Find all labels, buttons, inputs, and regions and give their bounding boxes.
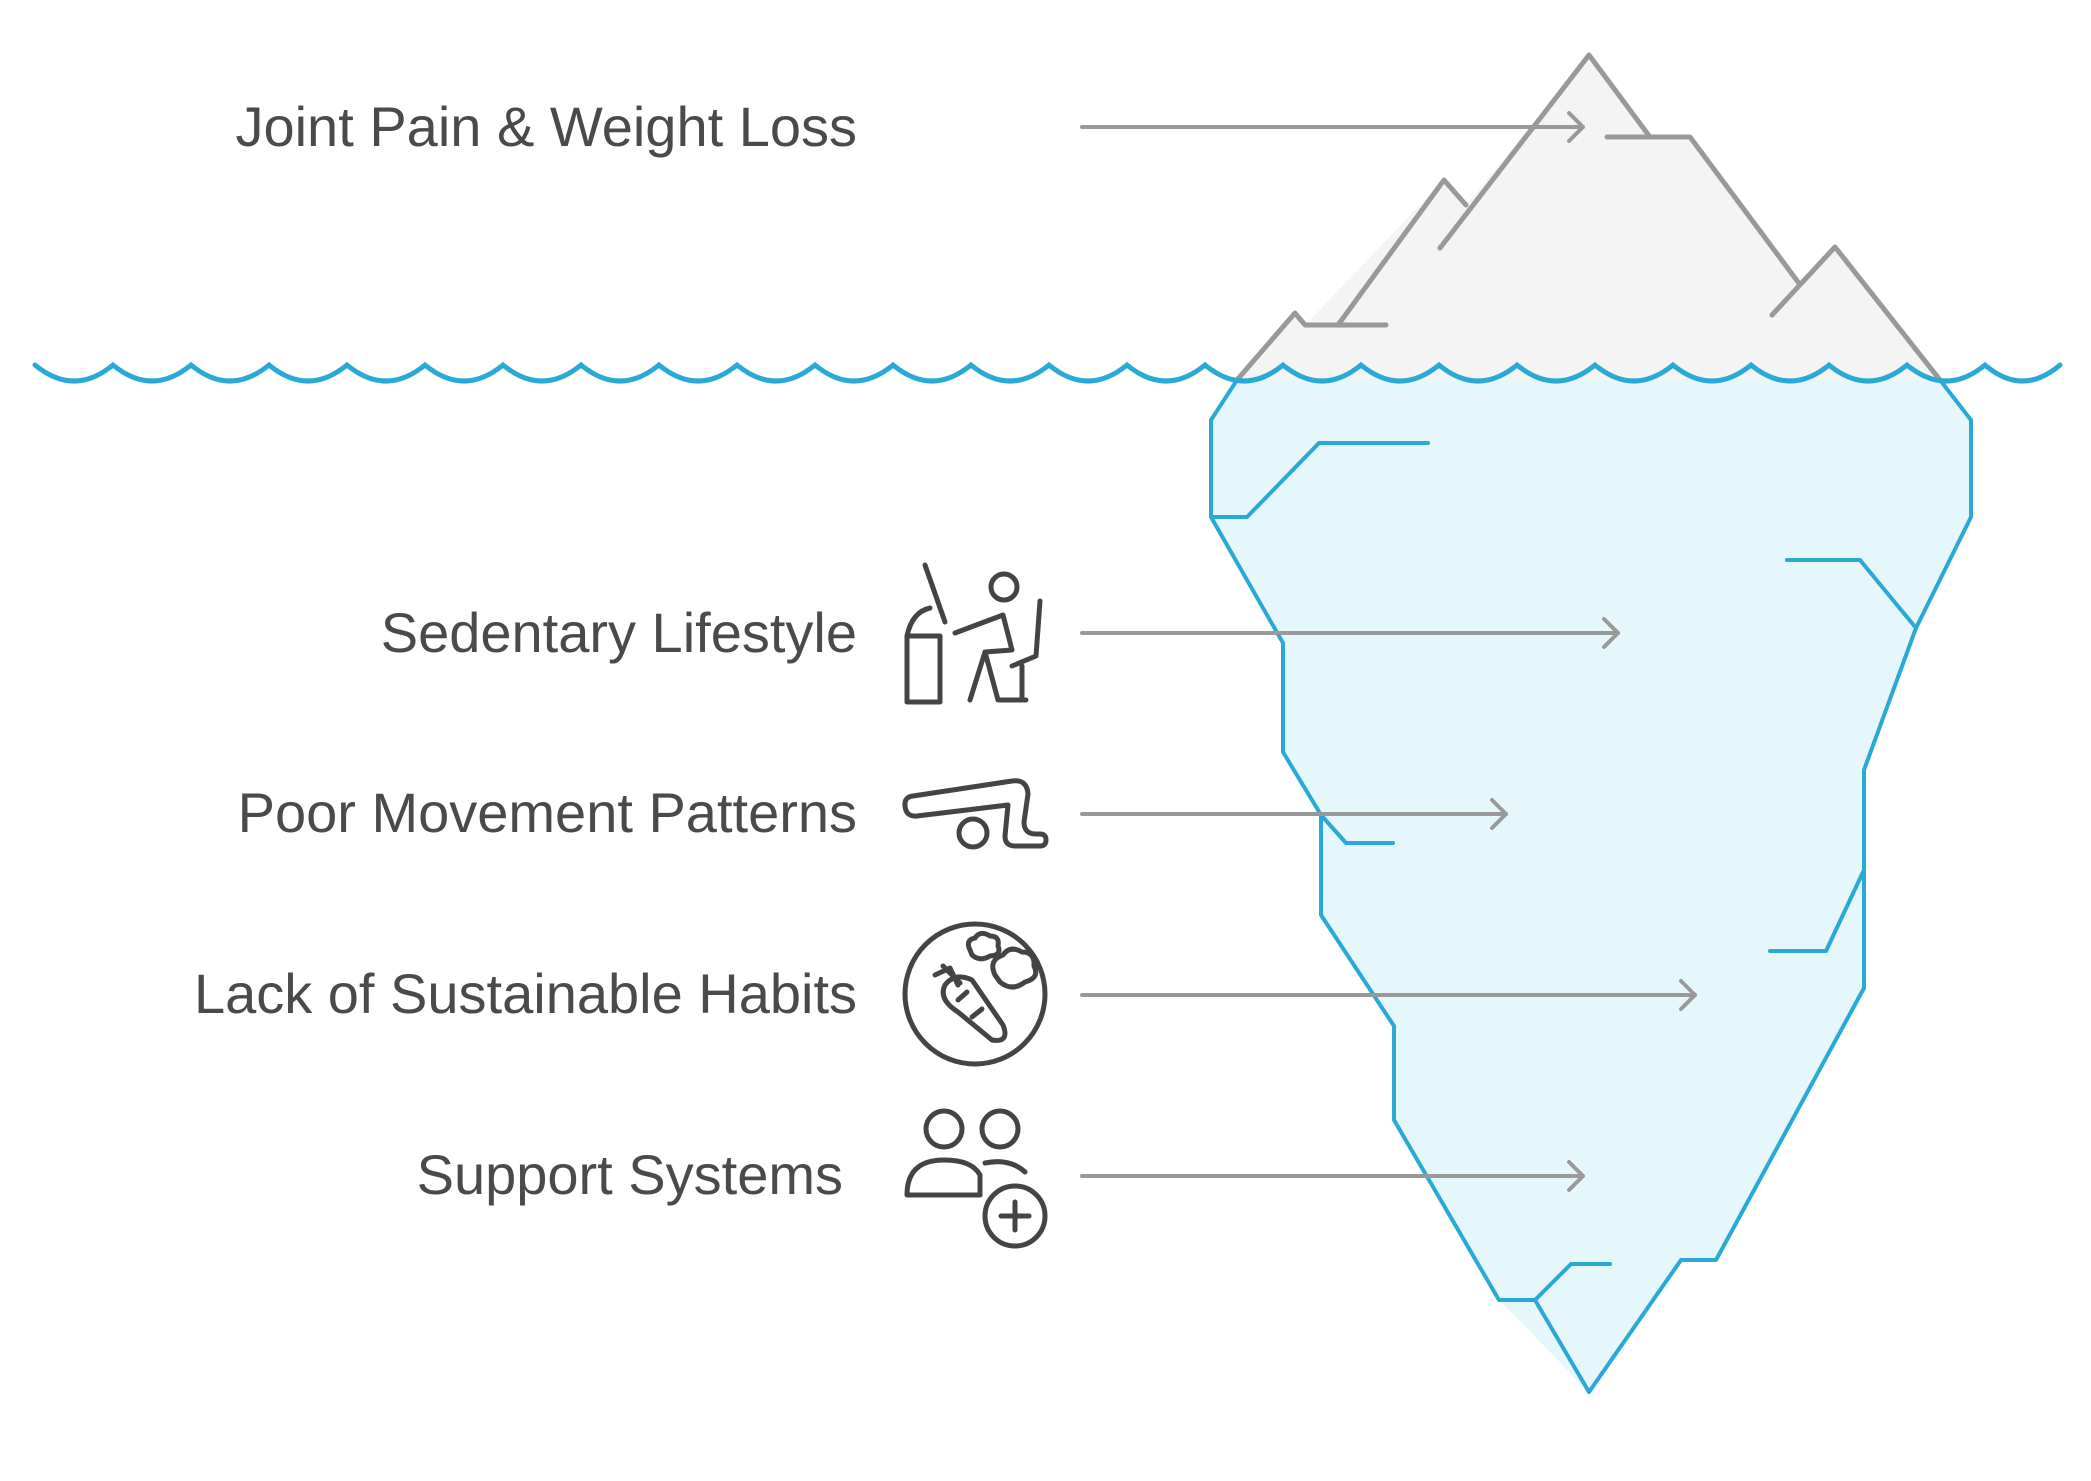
- iceberg-tip-shape: [1237, 55, 1940, 380]
- healthy-food-icon: [902, 921, 1048, 1067]
- label-poor-movement-patterns: Poor Movement Patterns: [237, 781, 857, 844]
- label-support-systems: Support Systems: [416, 1143, 843, 1206]
- water-line: [32, 361, 2063, 384]
- iceberg-tip-outline: [1234, 52, 1943, 383]
- label-lack-of-sustainable-habits: Lack of Sustainable Habits: [193, 962, 857, 1025]
- label-joint-pain-weight-loss: Joint Pain & Weight Loss: [235, 95, 857, 158]
- iceberg-base-outline: [1209, 378, 1973, 1394]
- iceberg-tip: [1234, 52, 1943, 383]
- arrow-sedentary-lifestyle: [1080, 617, 1620, 649]
- arrow-support-systems: [1080, 1160, 1585, 1192]
- person-stretching-icon: [902, 778, 1049, 850]
- person-at-desk-icon: [904, 562, 1043, 705]
- arrow-poor-movement: [1080, 798, 1508, 830]
- arrow-sustainable-habits: [1080, 979, 1697, 1011]
- iceberg-base: [1209, 378, 1973, 1394]
- group-add-icon: [904, 1108, 1048, 1249]
- label-sedentary-lifestyle: Sedentary Lifestyle: [380, 601, 857, 664]
- arrow-joint-pain: [1080, 111, 1585, 143]
- arrows: [1080, 111, 1697, 1192]
